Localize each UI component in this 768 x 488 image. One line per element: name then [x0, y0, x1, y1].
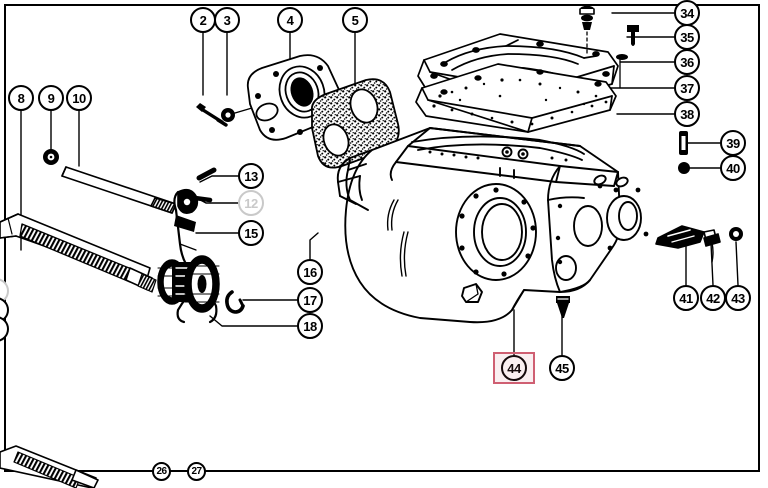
callout-36[interactable]: 36	[674, 49, 700, 75]
gasket-5	[310, 78, 400, 169]
fastener-35	[627, 25, 639, 46]
callout-43[interactable]: 43	[725, 285, 751, 311]
part-43-washer	[729, 227, 743, 241]
callout-15[interactable]: 15	[238, 220, 264, 246]
callout-37[interactable]: 37	[674, 75, 700, 101]
top-cover-gasket	[415, 63, 617, 133]
callout-17[interactable]: 17	[297, 287, 323, 313]
drain-plug	[556, 296, 570, 318]
pin-13	[196, 167, 217, 181]
callout-45[interactable]: 45	[549, 355, 575, 381]
callout-41[interactable]: 41	[673, 285, 699, 311]
detent-spring	[679, 131, 688, 155]
pin-12	[192, 195, 213, 203]
callout-13[interactable]: 13	[238, 163, 264, 189]
callout-18[interactable]: 18	[297, 313, 323, 339]
callout-39[interactable]: 39	[720, 130, 746, 156]
washer-3	[221, 107, 253, 122]
callout-12[interactable]: 12	[238, 190, 264, 216]
bolt-2	[196, 103, 228, 127]
callout-38[interactable]: 38	[674, 101, 700, 127]
callout-34[interactable]: 34	[674, 0, 700, 26]
callout-8[interactable]: 8	[8, 85, 34, 111]
callout-2[interactable]: 2	[190, 7, 216, 33]
gearbox-housing	[336, 127, 649, 324]
callout-16[interactable]: 16	[297, 259, 323, 285]
callout-40[interactable]: 40	[720, 155, 746, 181]
callout-42[interactable]: 42	[700, 285, 726, 311]
part-42-pin	[703, 233, 721, 263]
callout-44[interactable]: 44	[501, 355, 527, 381]
part-41-bracket	[655, 225, 717, 249]
gear-cluster	[157, 255, 220, 313]
callout-35[interactable]: 35	[674, 24, 700, 50]
callout-3[interactable]: 3	[214, 7, 240, 33]
shift-rail	[61, 166, 177, 214]
callout-27[interactable]: 27	[187, 462, 206, 481]
leader-lines	[20, 12, 739, 356]
snap-ring	[225, 290, 245, 314]
callout-4[interactable]: 4	[277, 7, 303, 33]
fastener-36	[616, 54, 628, 89]
callout-9[interactable]: 9	[38, 85, 64, 111]
input-shaft-splined	[0, 213, 157, 293]
detent-ball	[678, 162, 690, 174]
washer-9	[43, 149, 59, 165]
callout-10[interactable]: 10	[66, 85, 92, 111]
fastener-34	[579, 5, 595, 57]
callout-5[interactable]: 5	[342, 7, 368, 33]
callout-26[interactable]: 26	[152, 462, 171, 481]
output-shaft	[0, 445, 99, 488]
